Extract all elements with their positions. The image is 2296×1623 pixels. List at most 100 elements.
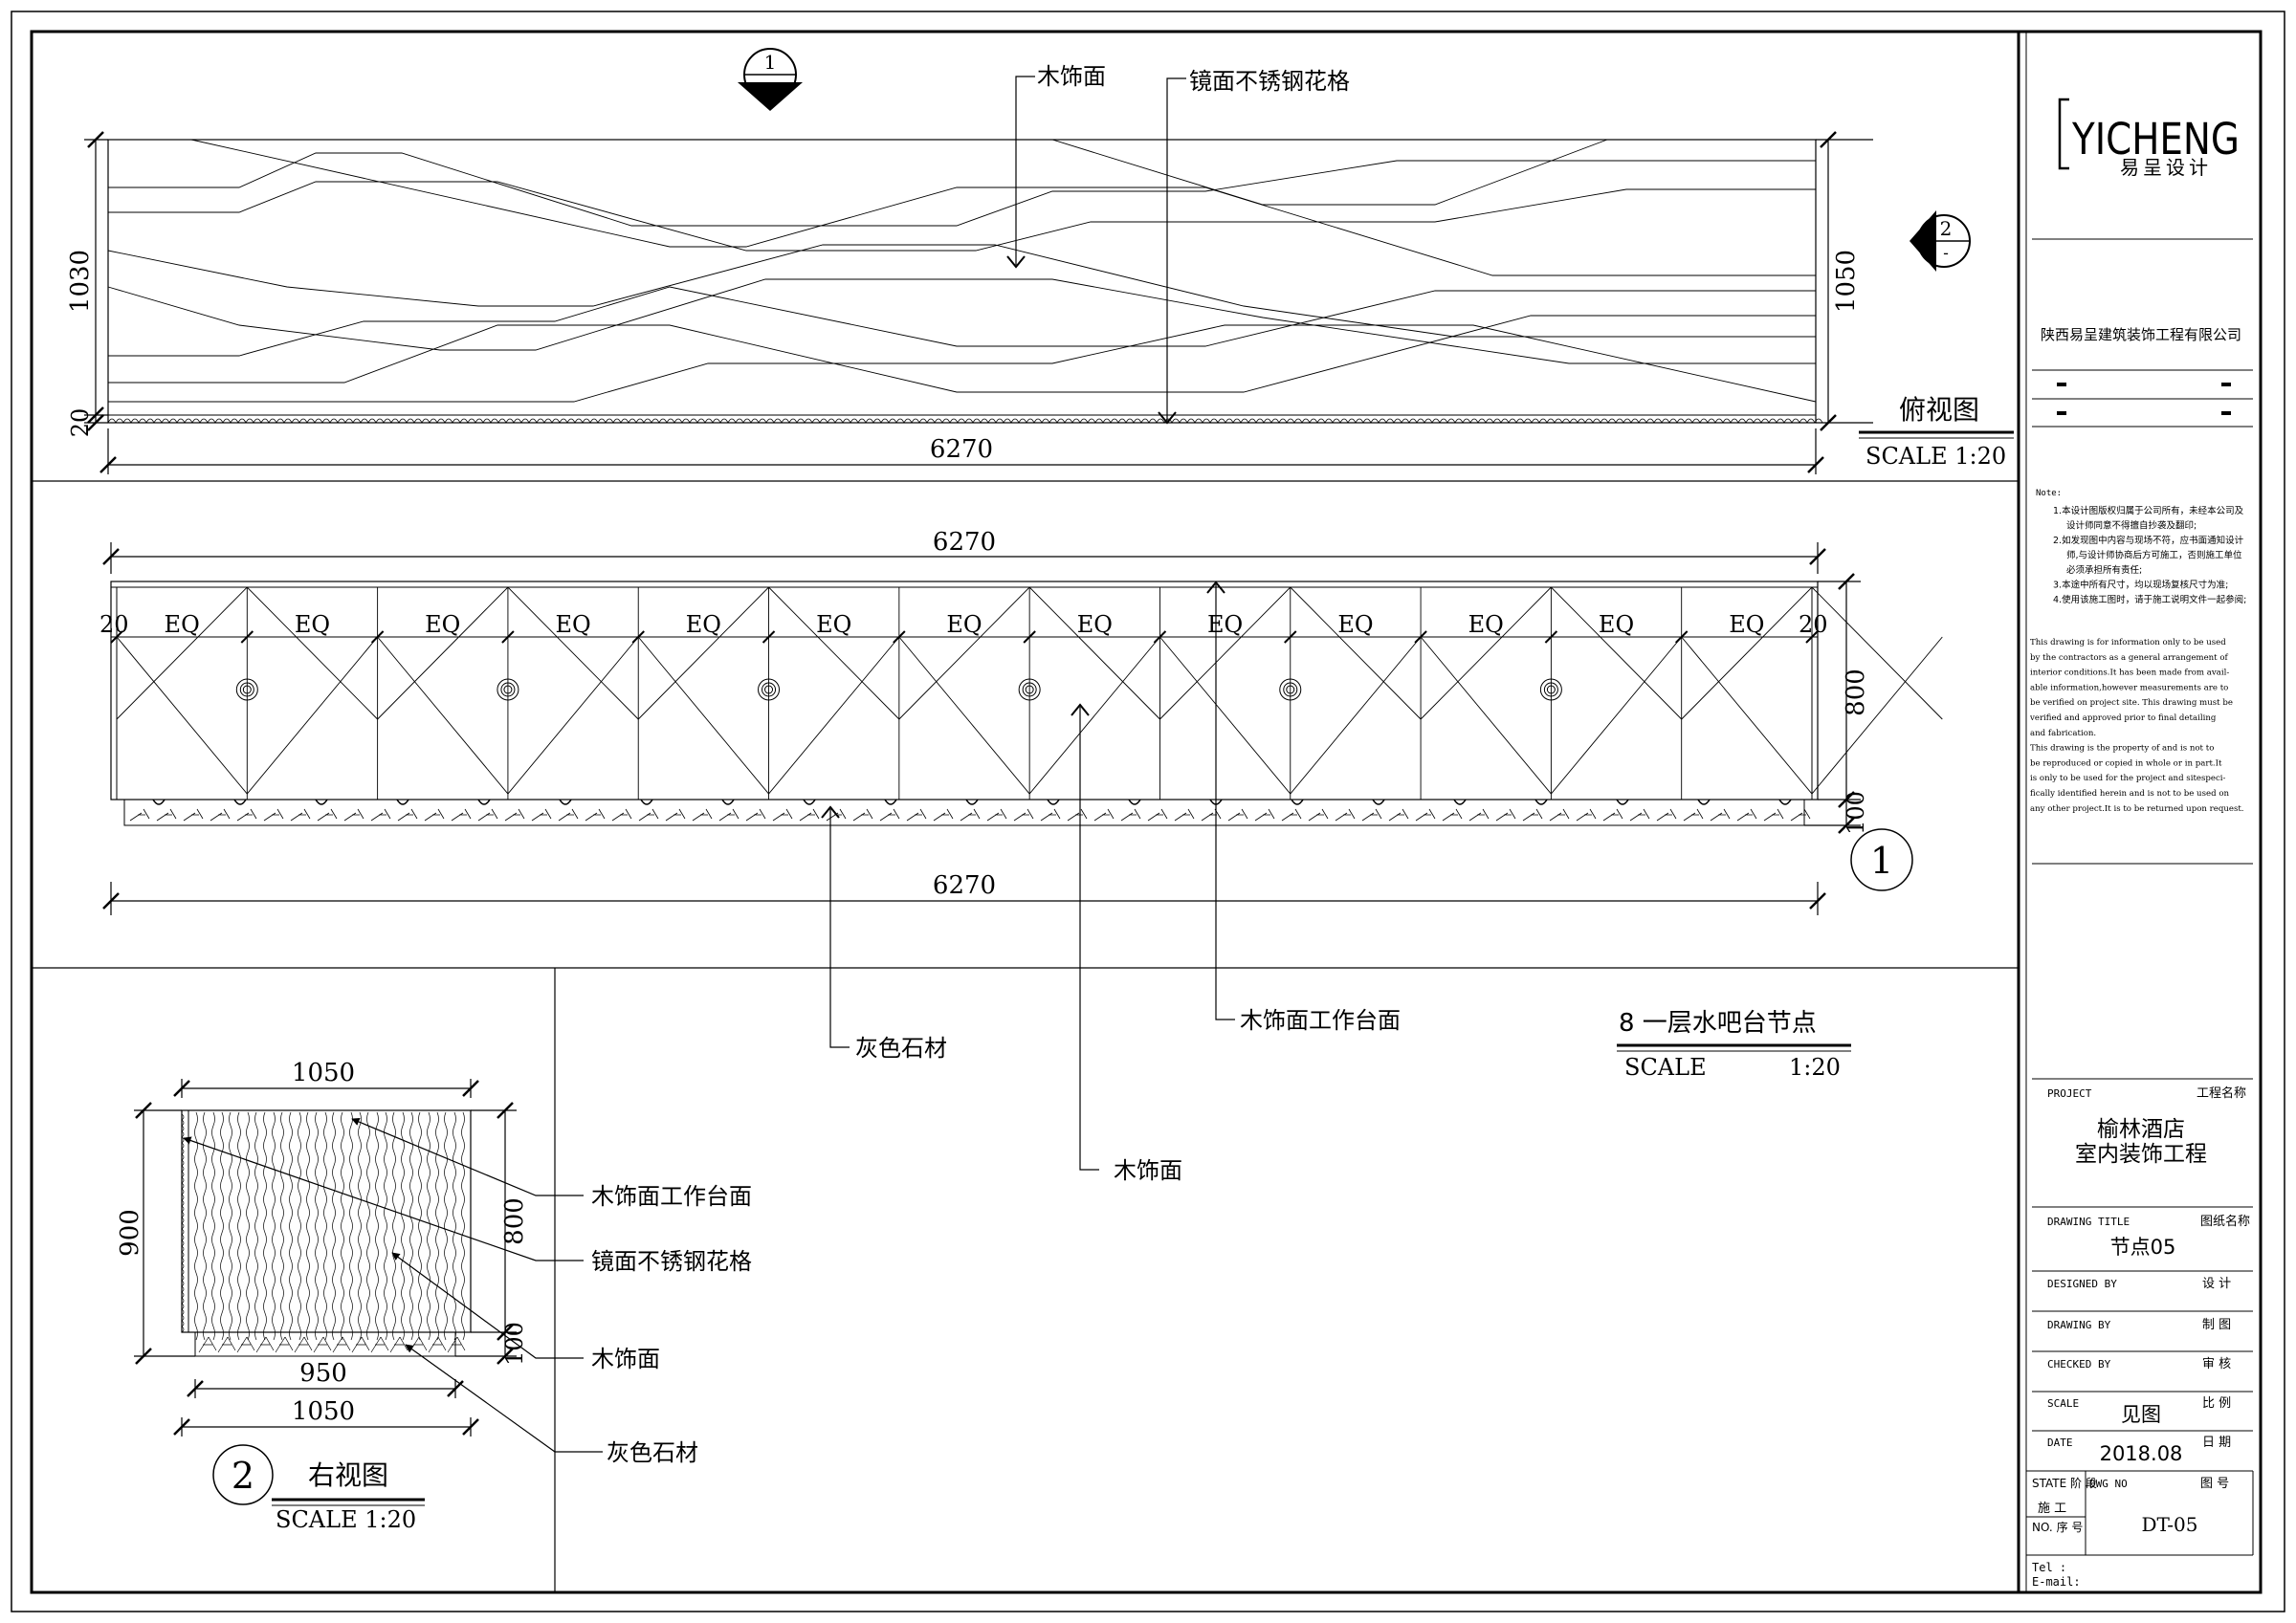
project-name-1: 榆林酒店 <box>2097 1117 2185 1142</box>
grain-line <box>194 1111 198 1341</box>
stone-chip <box>640 799 653 805</box>
door-knob <box>758 678 781 701</box>
section-mark-1: 1 - <box>738 48 803 111</box>
front-view-scale-value: 1:20 <box>1789 1054 1841 1081</box>
eq-tick <box>1023 630 1036 644</box>
wave-pattern <box>107 139 1817 403</box>
stone-hatch <box>129 799 1811 822</box>
stone-chip <box>1778 799 1792 805</box>
grain-line <box>349 1111 353 1341</box>
outer-border <box>11 11 2285 1612</box>
grain-line <box>418 1111 422 1341</box>
note-en-line: verified and approved prior to final det… <box>2029 713 2217 723</box>
date-value: 2018.08 <box>2100 1442 2183 1465</box>
dim-front-width-top: 6270 <box>933 528 996 557</box>
leader-wood-side <box>391 1252 584 1359</box>
email-label: E-mail: <box>2032 1575 2081 1589</box>
diamond-lower <box>1159 636 1422 795</box>
section-mark-1-number: 1 <box>764 51 777 74</box>
grain-line <box>427 1111 430 1341</box>
logo-brand-cn: 易呈设计 <box>2120 156 2212 179</box>
grain-line <box>254 1111 258 1341</box>
grain-line <box>332 1111 336 1341</box>
eq-label: EQ <box>295 611 330 638</box>
notes: Note: 1.本设计图版权归属于公司所有，未经本公司及设计师同意不得擅自抄袭及… <box>2029 489 2246 814</box>
wave-line <box>108 152 1816 227</box>
diamond-upper <box>1420 586 1683 720</box>
dwg-no: DT-05 <box>2141 1513 2197 1536</box>
eq-label: EQ <box>1207 611 1243 638</box>
note-en-line: is only to be used for the project and s… <box>2030 774 2226 783</box>
side-view: 1050 900 800 100 <box>116 1059 752 1533</box>
stone-chip <box>1697 799 1711 805</box>
dim-front-edge-left: 20 <box>99 611 129 638</box>
notes-en: This drawing is for information only to … <box>2029 638 2244 814</box>
note-cn-line: 1.本设计图版权归属于公司所有，未经本公司及 <box>2053 505 2244 516</box>
eq-label: EQ <box>816 611 851 638</box>
dim-front-right <box>1804 573 1861 834</box>
dim-top-view-width: 6270 <box>930 435 993 464</box>
scale-value: 见图 <box>2121 1403 2161 1426</box>
note-en-line: able information,however measurements ar… <box>2030 683 2228 692</box>
label-worktop-side: 木饰面工作台面 <box>591 1183 752 1210</box>
grain-line <box>341 1111 344 1341</box>
eq-tick <box>1544 630 1558 644</box>
door-knob <box>497 678 519 701</box>
door-knob <box>1018 678 1041 701</box>
mirror-steel-strip <box>107 414 1817 424</box>
eq-label: EQ <box>1599 611 1634 638</box>
grain-line <box>263 1111 267 1341</box>
eq-label: EQ <box>1729 611 1764 638</box>
front-view-scale-label: SCALE <box>1624 1054 1707 1081</box>
label-stone-side: 灰色石材 <box>607 1439 698 1466</box>
diamond-lower <box>1681 636 1943 795</box>
leader-mirror-side <box>183 1136 584 1261</box>
side-stone-strokes <box>198 1336 466 1353</box>
diamond-upper <box>377 586 639 720</box>
eq-label: EQ <box>1468 611 1504 638</box>
tel-label: Tel : <box>2032 1561 2066 1574</box>
side-stone-hatch <box>198 1336 466 1353</box>
strip-pattern <box>107 418 1823 424</box>
side-stone-base <box>194 1331 456 1357</box>
dim-side-right <box>455 1102 517 1365</box>
side-view-title: 右视图 <box>308 1459 388 1491</box>
company-name: 陕西易呈建筑装饰工程有限公司 <box>2041 326 2241 343</box>
logo-brand: YICHENG <box>2071 114 2240 164</box>
eq-label: EQ <box>425 611 460 638</box>
drawing-title-label-cn: 图纸名称 <box>2200 1214 2250 1229</box>
designed-by-label: DESIGNED BY <box>2047 1278 2117 1290</box>
note-en-line: fically identified herein and is not to … <box>2030 789 2229 799</box>
wave-line <box>108 181 1816 252</box>
diamond-lower <box>637 636 900 795</box>
dim-front-edge-right: 20 <box>1799 611 1828 638</box>
dim-left <box>84 131 108 431</box>
grain-line <box>246 1111 250 1341</box>
section-mark-2: 2 - <box>1910 210 1971 272</box>
side-marker-number: 2 <box>232 1455 254 1497</box>
grain-line <box>220 1111 224 1341</box>
grain-line <box>211 1111 215 1341</box>
grain-line <box>289 1111 293 1341</box>
note-cn-line: 3.本途中所有尺寸，均以现场复核尺寸为准; <box>2053 580 2228 591</box>
leader-wood-front <box>1079 707 1099 1171</box>
grain-line <box>444 1111 448 1341</box>
grain-line <box>392 1111 396 1341</box>
dim-bottom <box>99 428 1824 474</box>
no-label: NO. 序 号 <box>2032 1520 2083 1534</box>
top-view-scale: SCALE 1:20 <box>1866 443 2006 470</box>
eq-tick <box>762 630 776 644</box>
grain-line <box>384 1111 387 1341</box>
project-label-cn: 工程名称 <box>2197 1086 2246 1101</box>
date-label: DATE <box>2047 1437 2073 1449</box>
leader-worktop-side <box>351 1118 584 1196</box>
notes-heading: Note: <box>2036 489 2062 498</box>
grain-line <box>280 1111 284 1341</box>
label-wood-top: 木饰面 <box>1037 63 1106 90</box>
front-view-title: 8 一层水吧台节点 <box>1619 1009 1817 1038</box>
eq-tick <box>1805 630 1819 644</box>
note-en-line: and fabrication. <box>2030 729 2096 738</box>
stone-chip <box>233 799 247 805</box>
